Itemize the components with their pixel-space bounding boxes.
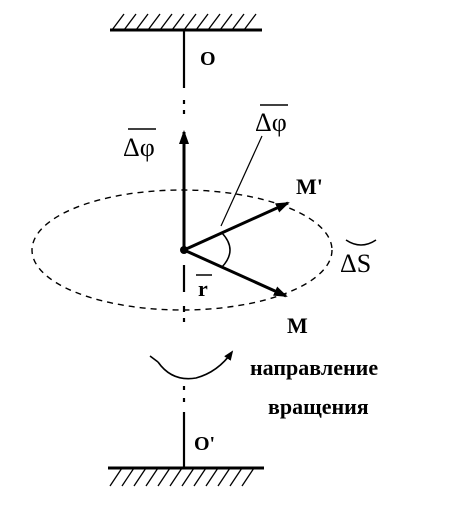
label-arc-delta-s: ΔS <box>340 249 371 278</box>
trajectory-ellipse <box>31 189 333 311</box>
bottom-support <box>108 466 264 487</box>
label-point-m-prime: M' <box>296 174 323 199</box>
angle-arc <box>221 232 231 268</box>
label-rotation-line1: направление <box>250 355 378 380</box>
arc-mark-delta-s <box>345 239 377 246</box>
label-point-m: M <box>287 313 308 338</box>
top-support <box>110 13 262 32</box>
radius-vector-m-prime <box>183 201 290 252</box>
label-angular-vector-left: Δφ <box>123 133 155 162</box>
label-angular-vector-top: Δφ <box>255 108 287 137</box>
angle-leader-line <box>220 135 263 227</box>
radius-vector-m <box>183 248 288 298</box>
label-radius: r <box>198 276 208 301</box>
label-bottom-point-o-prime: O' <box>194 433 215 455</box>
label-rotation-line2: вращения <box>268 394 369 419</box>
rotation-tick <box>149 355 159 363</box>
rotation-direction-arrow <box>157 350 234 380</box>
label-top-point-o: O <box>200 48 216 70</box>
